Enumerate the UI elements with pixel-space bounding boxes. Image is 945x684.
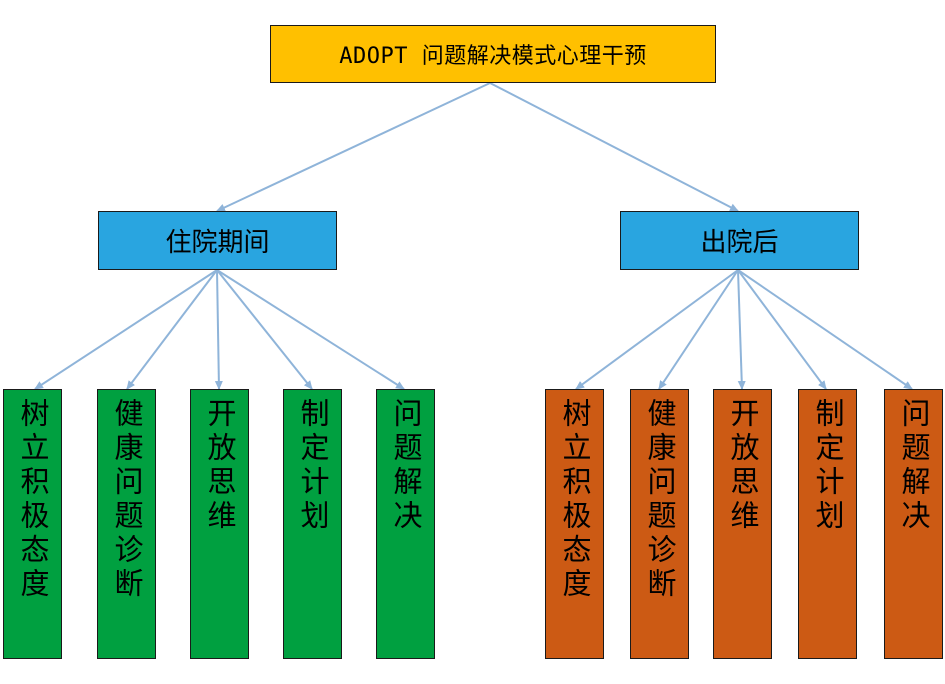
connector-discharge-leaf-3 (737, 269, 827, 390)
root-box: ADOPT 问题解决模式心理干预 (270, 25, 716, 83)
connector-root-to-post-discharge (489, 82, 739, 212)
leaf-label: 健康问题诊断 (643, 398, 677, 602)
leaf-label: 开放思维 (726, 398, 760, 534)
connector-discharge-leaf-0 (575, 269, 739, 390)
branch-label-inpatient: 住院期间 (165, 228, 270, 258)
leaf-discharge-health-diagnosis: 健康问题诊断 (630, 389, 689, 659)
leaf-discharge-positive-attitude: 树立积极态度 (545, 389, 604, 659)
leaf-inpatient-problem-solving: 问题解决 (376, 389, 435, 659)
leaf-inpatient-make-plan: 制定计划 (283, 389, 342, 659)
connector-discharge-leaf-2 (737, 269, 746, 390)
leaf-inpatient-open-mind: 开放思维 (190, 389, 249, 659)
connector-inpatient-leaf-1 (126, 269, 218, 390)
branch-box-inpatient: 住院期间 (98, 211, 337, 270)
branch-label-post-discharge: 出院后 (700, 228, 779, 258)
leaf-inpatient-health-diagnosis: 健康问题诊断 (97, 389, 156, 659)
leaf-label: 树立积极态度 (558, 398, 592, 602)
connector-root-to-inpatient (216, 82, 491, 212)
leaf-discharge-make-plan: 制定计划 (798, 389, 857, 659)
leaf-discharge-open-mind: 开放思维 (713, 389, 772, 659)
root-label: ADOPT 问题解决模式心理干预 (339, 44, 647, 69)
connector-inpatient-leaf-2 (214, 269, 223, 390)
branch-box-post-discharge: 出院后 (620, 211, 859, 270)
leaf-label: 制定计划 (811, 398, 845, 534)
leaf-discharge-problem-solving: 问题解决 (884, 389, 943, 659)
connector-discharge-leaf-4 (737, 269, 913, 390)
connector-inpatient-leaf-3 (216, 269, 313, 390)
leaf-label: 树立积极态度 (16, 398, 50, 602)
leaf-label: 健康问题诊断 (110, 398, 144, 602)
leaf-label: 问题解决 (897, 398, 931, 534)
leaf-label: 问题解决 (389, 398, 423, 534)
connector-inpatient-leaf-4 (216, 269, 405, 390)
leaf-inpatient-positive-attitude: 树立积极态度 (3, 389, 62, 659)
leaf-label: 制定计划 (296, 398, 330, 534)
connector-discharge-leaf-1 (658, 269, 739, 390)
leaf-label: 开放思维 (203, 398, 237, 534)
connector-inpatient-leaf-0 (34, 269, 218, 390)
